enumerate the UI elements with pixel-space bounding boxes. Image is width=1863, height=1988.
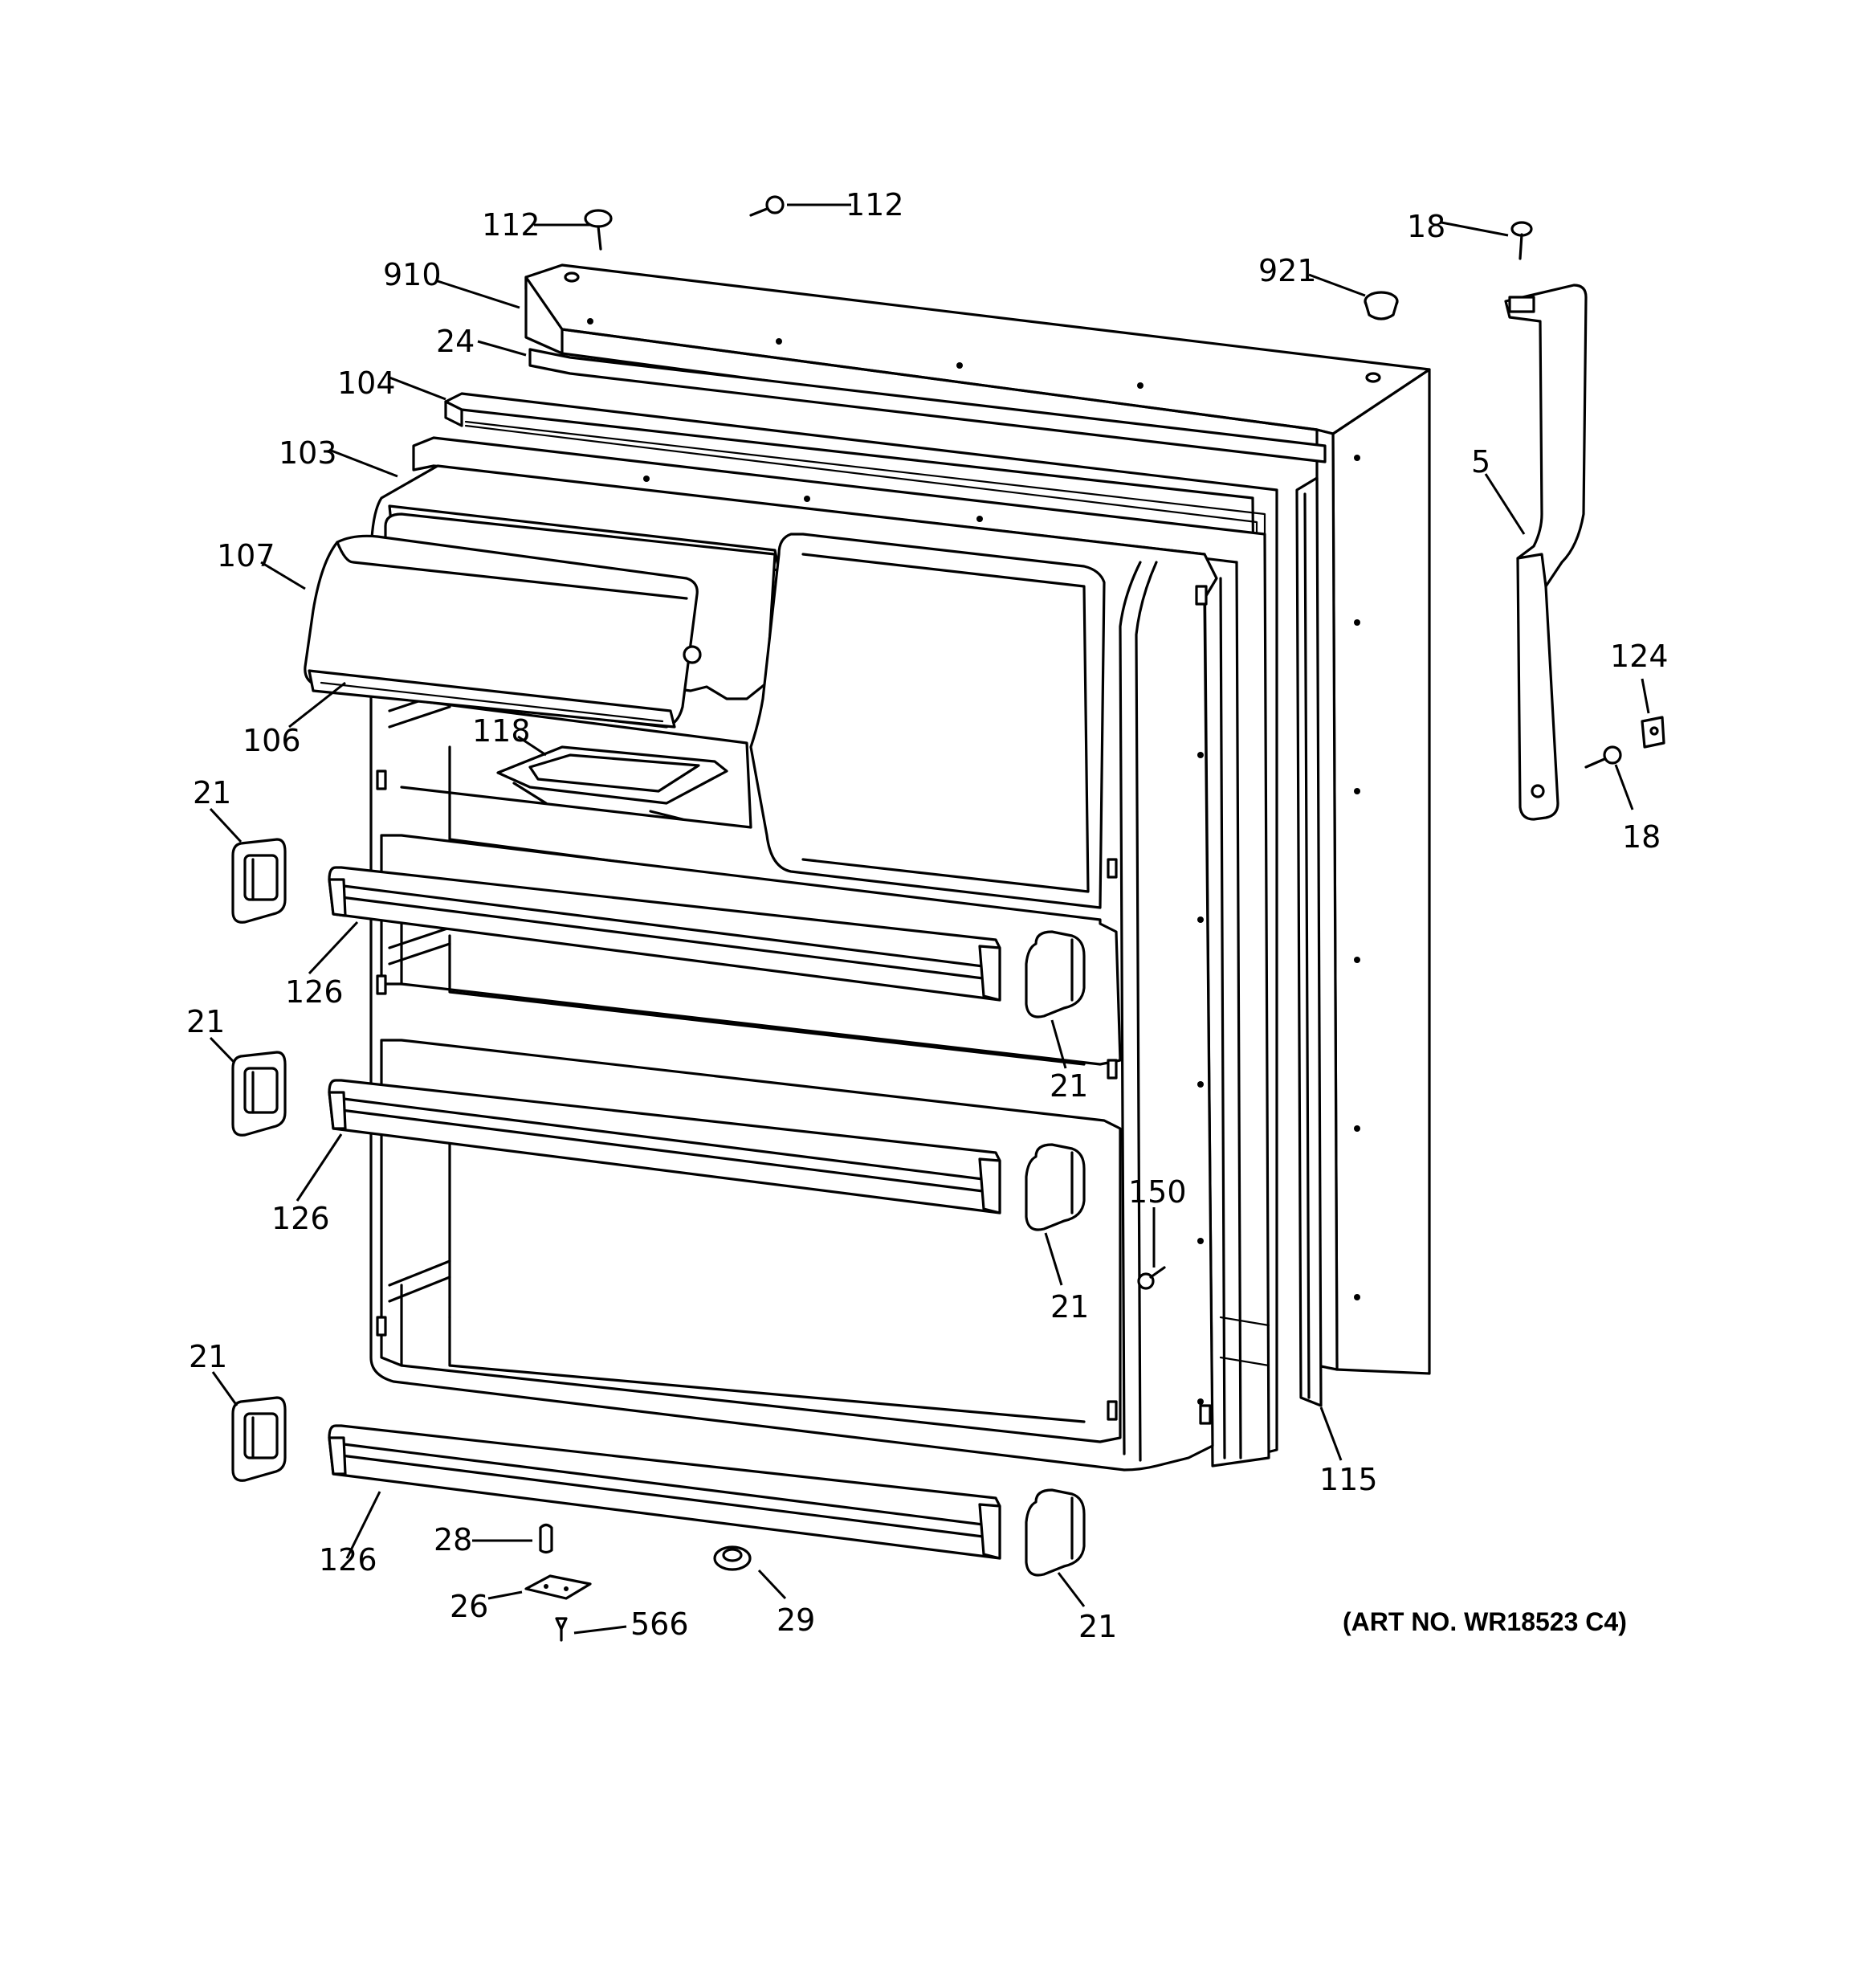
callout-labels: 112 112 18 910 921 24 104 103 5 107 124 … [186,187,1669,1644]
hinge-plate-26 [524,1574,592,1600]
callout-18-top: 18 [1407,209,1445,244]
callout-18-bottom: 18 [1622,819,1661,855]
pin-28 [539,1523,553,1554]
callout-28: 28 [434,1522,472,1557]
top-seal-strip-24 [528,348,1327,463]
clip-124 [1641,716,1665,749]
screw-150 [1137,1266,1166,1290]
screw-566 [555,1617,568,1642]
screw-112-right [749,195,785,217]
callout-21-right-bottom: 21 [1078,1609,1117,1644]
vertical-seal-strip-115 [1295,476,1323,1407]
callout-26: 26 [450,1589,488,1624]
callout-921: 921 [1258,253,1317,288]
screw-18-bottom [1584,745,1622,769]
end-cap-21-left-top [231,838,287,924]
callout-566: 566 [630,1606,689,1642]
screw-18-top [1510,221,1533,260]
callout-112-right: 112 [846,187,904,222]
callout-124: 124 [1610,639,1669,674]
callout-126-top: 126 [285,974,344,1010]
screw-112-left [584,209,613,251]
art-number: (ART NO. WR18523 C4) [1343,1607,1627,1636]
plug-button-921 [1364,291,1399,320]
callout-21-left-bottom: 21 [189,1339,227,1374]
callout-118: 118 [472,713,531,749]
leader-lines [209,203,1650,1635]
end-cap-21-right-top [1025,930,1086,1018]
grommet-29 [713,1545,752,1571]
callout-106: 106 [243,723,301,758]
callout-126-bottom: 126 [319,1542,377,1578]
callout-21-right-top: 21 [1050,1068,1088,1104]
callout-910: 910 [383,257,442,292]
callout-115: 115 [1319,1462,1378,1497]
end-cap-21-left-bottom [231,1396,287,1482]
callout-21-right-middle: 21 [1050,1289,1089,1325]
callout-103: 103 [279,435,337,471]
callout-21-left-middle: 21 [186,1004,225,1039]
outer-door-panel-910 [524,263,1431,1375]
end-cap-21-right-middle [1025,1143,1086,1231]
door-handle-5 [1504,284,1588,821]
callout-29: 29 [777,1602,815,1638]
shelf-bar-126-top [328,866,1001,1002]
callout-24: 24 [436,324,475,359]
end-cap-21-right-bottom [1025,1488,1086,1577]
callout-107: 107 [217,538,275,574]
callout-104: 104 [337,365,396,401]
callout-21-left-top: 21 [193,775,231,810]
tray-118 [496,745,728,821]
callout-112-left: 112 [482,207,540,243]
end-cap-21-left-middle [231,1051,287,1137]
dairy-door-107 [304,534,702,729]
callout-150: 150 [1128,1174,1187,1210]
callout-126-middle: 126 [271,1201,330,1236]
callout-5: 5 [1471,444,1490,480]
shelf-bar-126-bottom [328,1424,1001,1560]
shelf-bar-126-middle [328,1079,1001,1214]
